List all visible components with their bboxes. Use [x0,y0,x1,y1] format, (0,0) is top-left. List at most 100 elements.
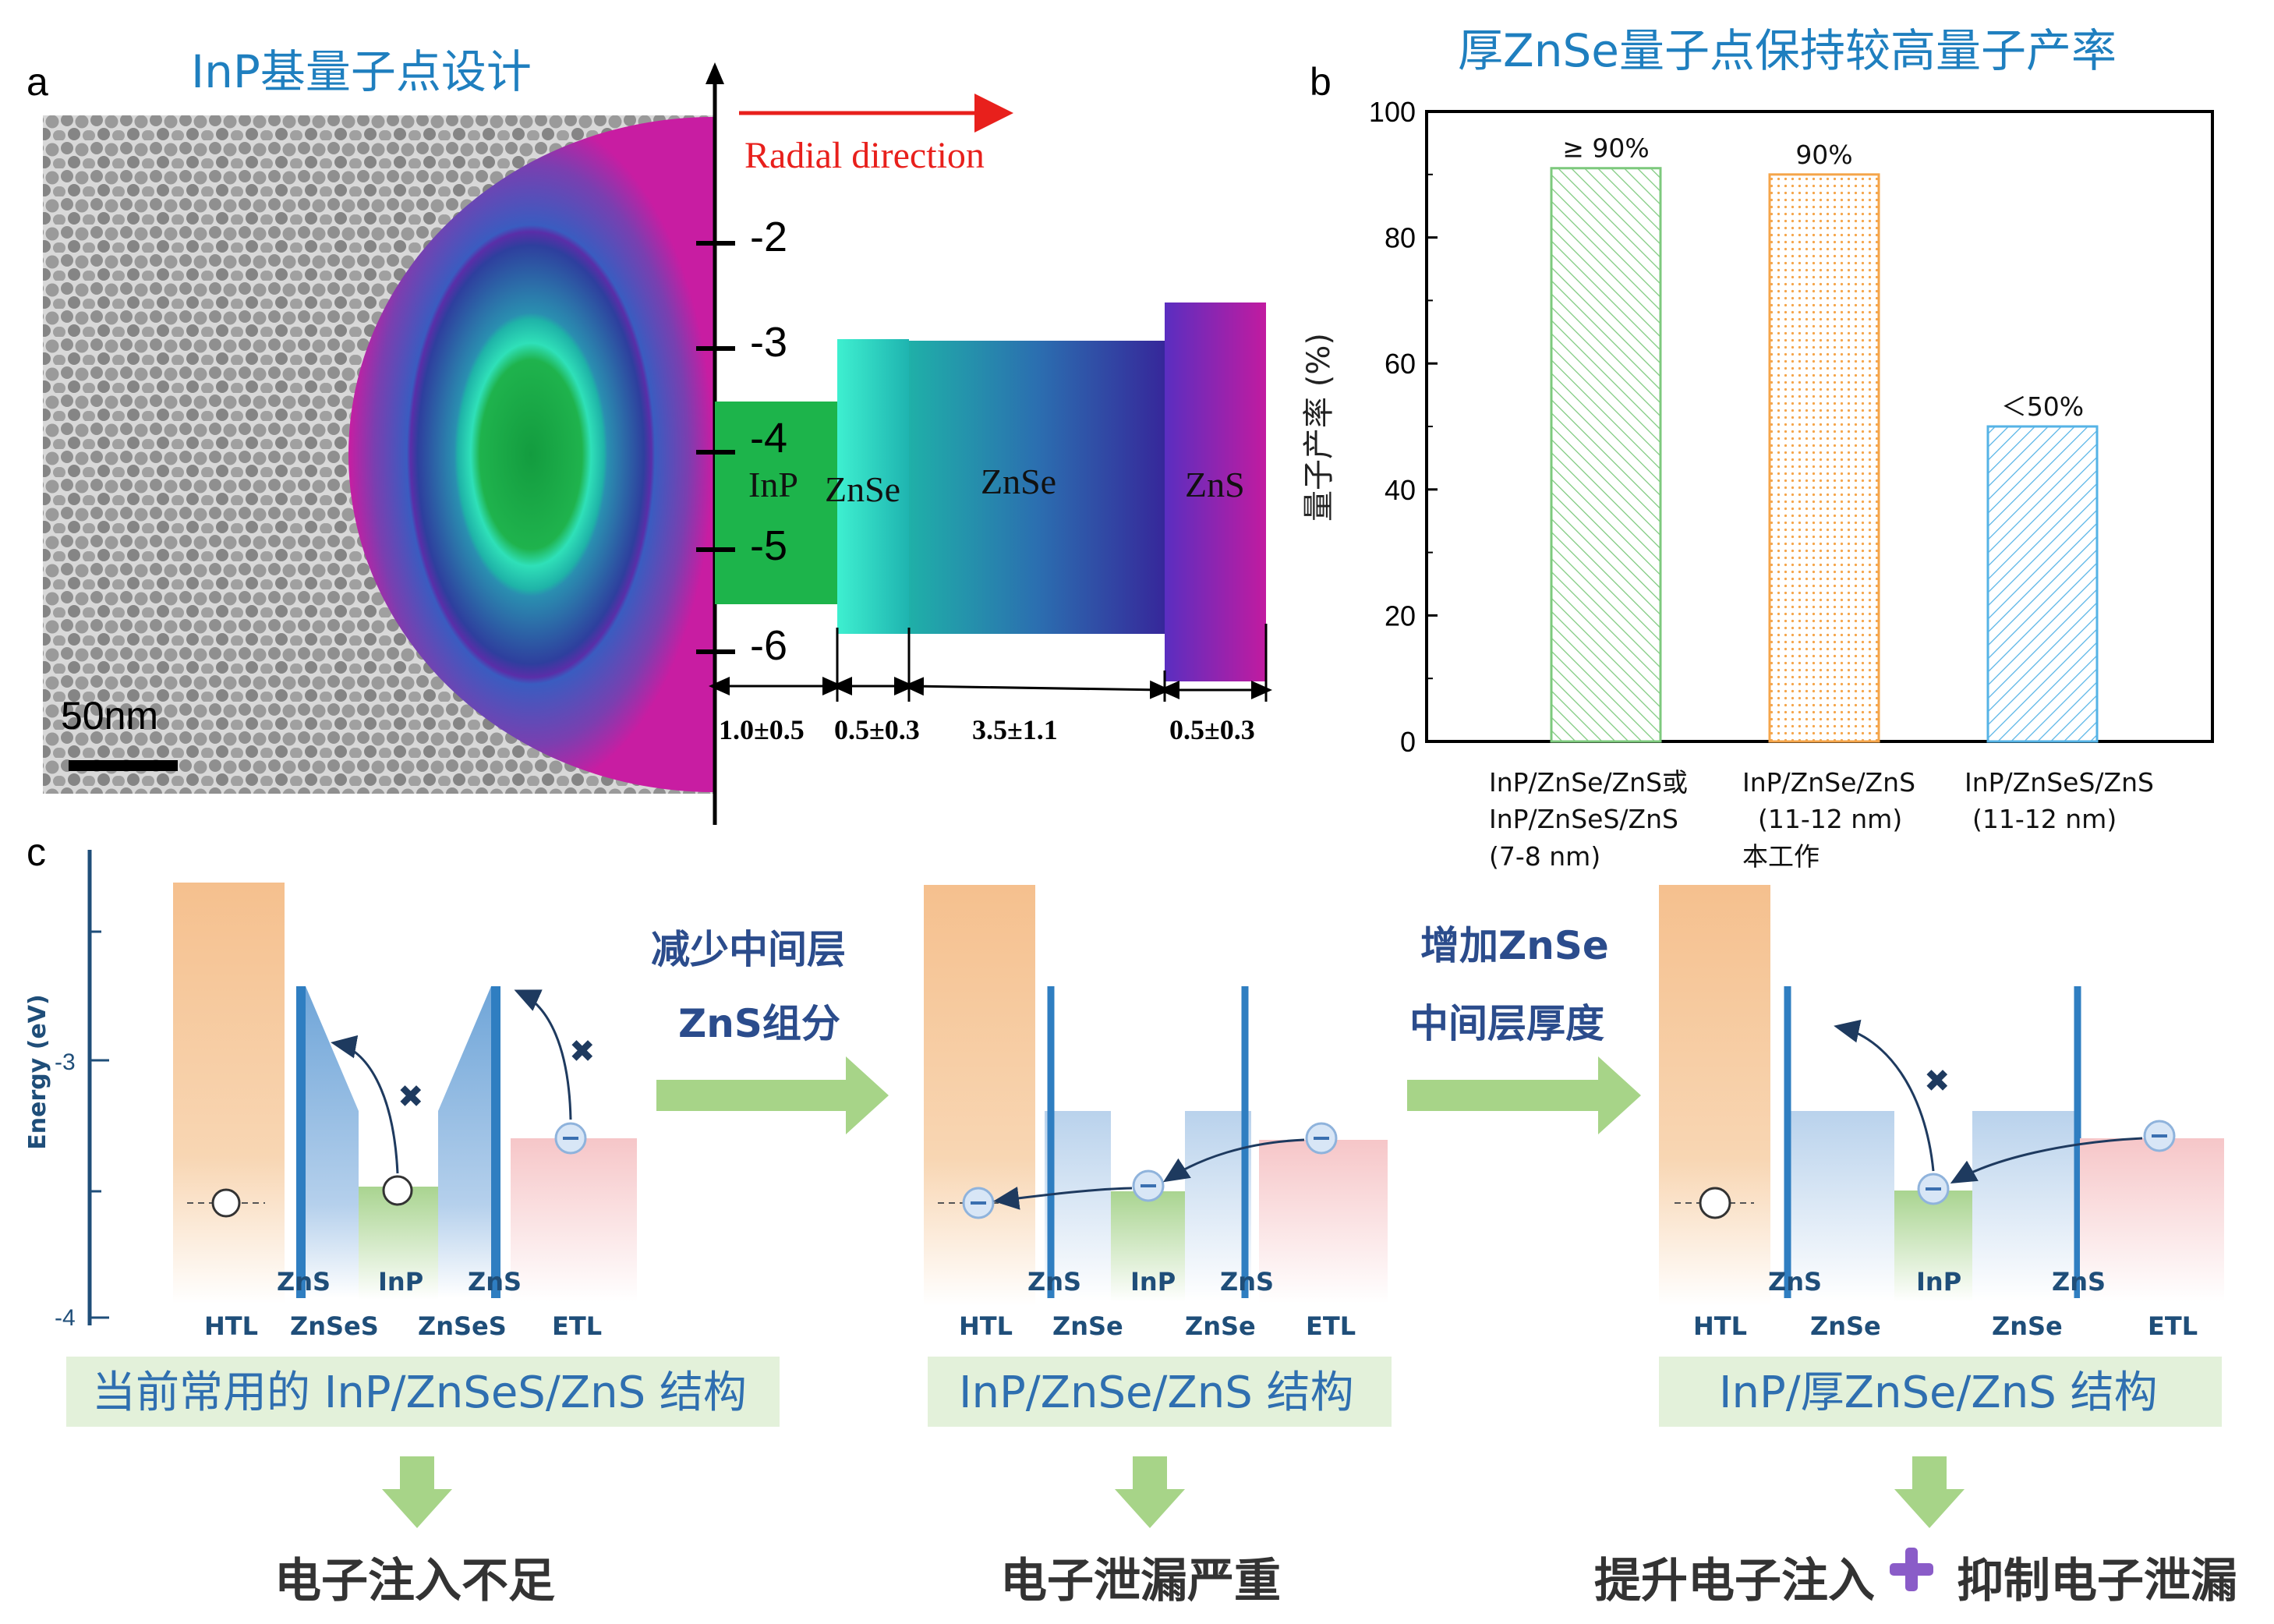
znses-shell-right [438,986,500,1298]
blocked-x-icon: ✖ [1924,1063,1950,1099]
layer-zns [1165,303,1266,681]
step1-arrow-icon [656,1056,889,1134]
blocked-x-icon: ✖ [569,1034,596,1070]
bar [1986,425,2099,743]
layer-znse-thick [909,341,1165,634]
structure-label-2: InP/ZnSe/ZnS 结构 [959,1367,1354,1418]
blocked-arrow [1834,1019,1935,1172]
label-znses: ZnSeS [418,1311,507,1341]
label-inp: InP [378,1267,423,1297]
y-tick-label: 20 [1385,600,1416,632]
layer-znse-thin [837,339,909,634]
scale-bar [69,760,178,771]
tick-label: -3 [750,319,787,366]
step1-line1: 减少中间层 [651,927,846,972]
step2-line1: 增加ZnSe [1420,923,1609,968]
structure-label-1: 当前常用的 InP/ZnSeS/ZnS 结构 [92,1367,747,1418]
step2-arrow-icon [1407,1056,1641,1134]
y-tick-label: 60 [1385,348,1416,380]
label-etl: ETL [2148,1311,2198,1341]
category-label: (11-12 nm) [1758,804,1902,834]
step2-line2: 中间层厚度 [1409,1001,1604,1046]
thickness-label: 3.5±1.1 [972,714,1058,745]
x-category-labels: InP/ZnSe/ZnS或 InP/ZnSeS/ZnS (7-8 nm) InP… [1489,767,2154,872]
y-tick-label: 40 [1385,474,1416,506]
thickness-label: 1.0±0.5 [719,714,805,745]
energy-tick-label: -3 [55,1049,76,1075]
label-zns: ZnS [1220,1267,1274,1297]
thickness-markers [709,624,1272,702]
y-tick-label: 100 [1369,96,1416,128]
znse-shell-left [1045,1111,1111,1302]
category-label: (11-12 nm) [1972,804,2117,834]
label-znse: ZnSe [1810,1311,1881,1341]
leakage-arrow [993,1186,1133,1210]
bar-value-label: 90% [1795,140,1852,170]
label-etl: ETL [552,1311,602,1341]
y-axis-label: 量子产率 (%) [1301,333,1337,522]
panel-b-title: 厚ZnSe量子点保持较高量子产率 [1458,24,2117,77]
tick-label: -6 [750,622,787,669]
category-label: (7-8 nm) [1489,841,1600,872]
htl-band [1659,885,1770,1306]
radial-direction-label: Radial direction [744,135,985,176]
panel-c-letter: c [27,830,46,874]
y-tick-label: 0 [1400,726,1416,758]
layer-inp [715,402,837,604]
etl-band [511,1138,637,1302]
energy-ticks [696,241,735,654]
category-label: 本工作 [1742,841,1820,872]
label-zns: ZnS [2052,1267,2106,1297]
injection-arrow [1162,1138,1305,1183]
bar [1768,173,1880,743]
label-zns: ZnS [277,1267,331,1297]
panel-b-letter: b [1310,60,1332,104]
panel-a-letter: a [27,60,48,104]
znse-shell-right [1185,1111,1251,1302]
energy-axis-label: Energy (eV) [24,994,51,1149]
label-znse: ZnSe [1185,1311,1256,1341]
htl-band [924,885,1035,1306]
panel-a-title: InP基量子点设计 [191,45,532,98]
injection-arrow [1950,1137,2143,1184]
tick-label: -2 [750,214,787,260]
hole-icon [382,1175,413,1206]
scale-bar-label: 50nm [61,694,158,738]
structure-box-2 [928,1357,1392,1427]
layer-label-inp: InP [748,465,798,504]
structure-box-3 [1659,1357,2222,1427]
bar-value-label: ≥ 90% [1562,133,1650,164]
conclusion-2: 电子泄漏严重 [1000,1554,1281,1608]
tick-label: -4 [750,415,787,462]
axis-arrow-icon [706,62,724,84]
label-zns: ZnS [1027,1267,1081,1297]
category-label: InP/ZnSe/ZnS [1742,767,1915,798]
down-arrow-icon [1894,1456,1965,1528]
energy-tick-label: -4 [55,1305,76,1331]
conclusion-3b: 抑制电子泄漏 [1957,1554,2237,1608]
label-inp: InP [1916,1267,1961,1297]
thick-znse-left [1785,1111,1894,1302]
step1-line2: ZnS组分 [678,1001,840,1046]
label-htl: HTL [1693,1311,1747,1341]
y-tick-label: 80 [1385,222,1416,254]
down-arrow-icon [1115,1456,1185,1528]
label-htl: HTL [959,1311,1013,1341]
structure-box-1 [66,1357,780,1427]
etl-band [1259,1140,1388,1304]
blocked-x-icon: ✖ [398,1079,424,1115]
label-zns: ZnS [1768,1267,1822,1297]
label-zns: ZnS [468,1267,522,1297]
label-znse: ZnSe [1992,1311,2063,1341]
label-inp: InP [1130,1267,1176,1297]
hole-icon [1699,1187,1731,1219]
blocked-arrow [331,1035,399,1174]
thick-znse-right [1972,1111,2078,1302]
category-label: InP/ZnSeS/ZnS [1965,767,2154,798]
label-htl: HTL [204,1311,258,1341]
label-znses: ZnSeS [290,1311,379,1341]
tick-label: -5 [750,522,787,569]
category-label: InP/ZnSe/ZnS或 [1489,767,1688,798]
